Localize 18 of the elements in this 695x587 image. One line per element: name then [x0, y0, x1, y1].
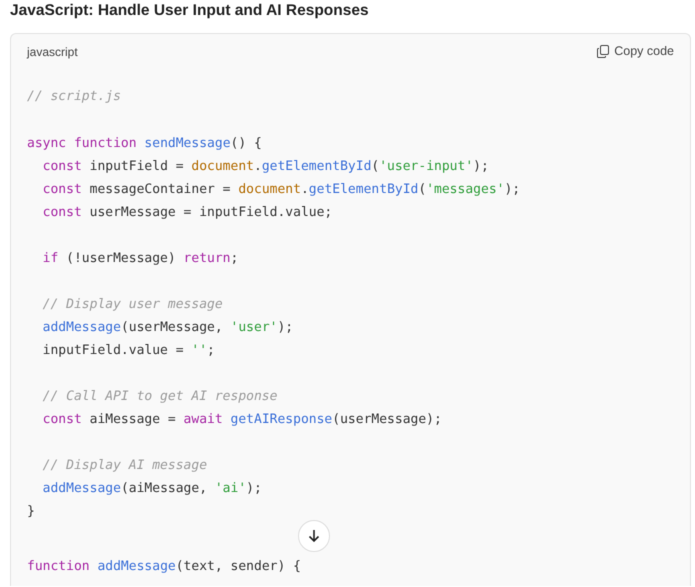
- code-comment: // Display user message: [42, 296, 223, 313]
- code-line: addMessage(aiMessage, 'ai');: [42, 480, 262, 497]
- code-line: addMessage(userMessage, 'user');: [42, 319, 294, 336]
- code-line: const aiMessage = await getAIResponse(userMessage);: [42, 411, 442, 428]
- code-line: if (!userMessage) return;: [42, 250, 238, 267]
- code-comment: // Display AI message: [42, 457, 208, 474]
- heading: JavaScript: Handle User Input and AI Responses: [10, 2, 369, 20]
- language-label: javascript: [27, 45, 78, 59]
- code-line: }: [27, 503, 35, 520]
- code-line: const userMessage = inputField.value;: [42, 204, 332, 221]
- code-line: const messageContainer = document.getElementById('messages');: [42, 181, 520, 198]
- code-line: inputField.value = '';: [42, 342, 215, 359]
- code-line: const inputField = document.getElementById('user-input');: [42, 158, 489, 175]
- code-line: async function sendMessage() {: [27, 135, 262, 152]
- code-line: function addMessage(text, sender) {: [27, 558, 301, 575]
- copy-code-button: Copy code: [597, 44, 674, 58]
- code-comment: // Call API to get AI response: [42, 388, 278, 405]
- code-comment: // script.js: [27, 88, 121, 105]
